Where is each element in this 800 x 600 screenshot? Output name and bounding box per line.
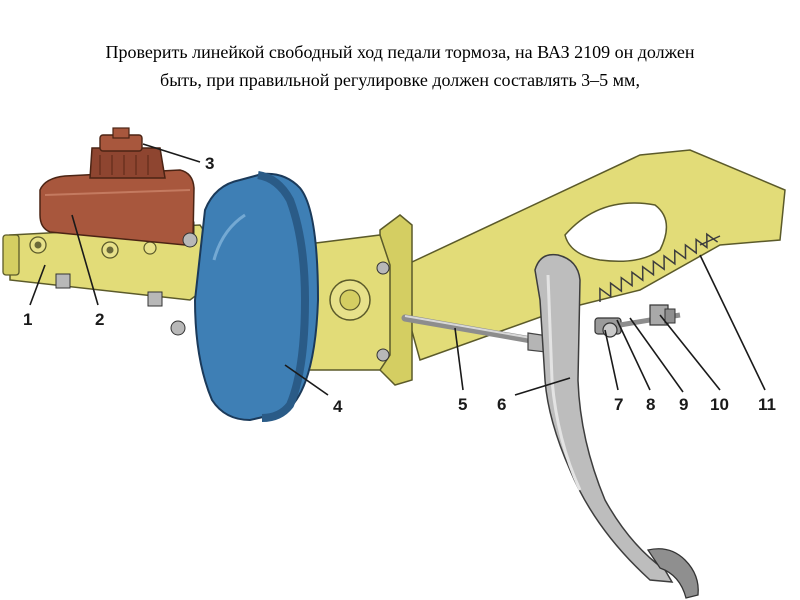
brake-pedal xyxy=(534,253,699,599)
label-3: 3 xyxy=(205,154,214,173)
label-4: 4 xyxy=(333,397,343,416)
brake-fluid-reservoir xyxy=(39,127,195,246)
part-numbers: 3 1 2 4 5 6 7 8 9 10 11 xyxy=(23,154,776,416)
return-spring xyxy=(599,232,721,303)
label-8: 8 xyxy=(646,395,655,414)
stoplight-switch-assembly xyxy=(594,304,681,338)
caption-line-2: быть, при правильной регулировке должен … xyxy=(160,70,640,90)
leader-lines xyxy=(29,143,766,396)
label-11: 11 xyxy=(758,395,776,414)
label-7: 7 xyxy=(614,395,623,414)
caption-line-1: Проверить линейкой свободный ход педали … xyxy=(105,42,695,62)
vacuum-booster xyxy=(170,171,320,422)
label-10: 10 xyxy=(710,395,729,414)
label-2: 2 xyxy=(95,310,104,329)
label-9: 9 xyxy=(679,395,688,414)
label-1: 1 xyxy=(23,310,32,329)
label-6: 6 xyxy=(497,395,506,414)
label-5: 5 xyxy=(458,395,467,414)
booster-housing xyxy=(299,234,391,371)
caption: Проверить линейкой свободный ход педали … xyxy=(20,38,780,94)
